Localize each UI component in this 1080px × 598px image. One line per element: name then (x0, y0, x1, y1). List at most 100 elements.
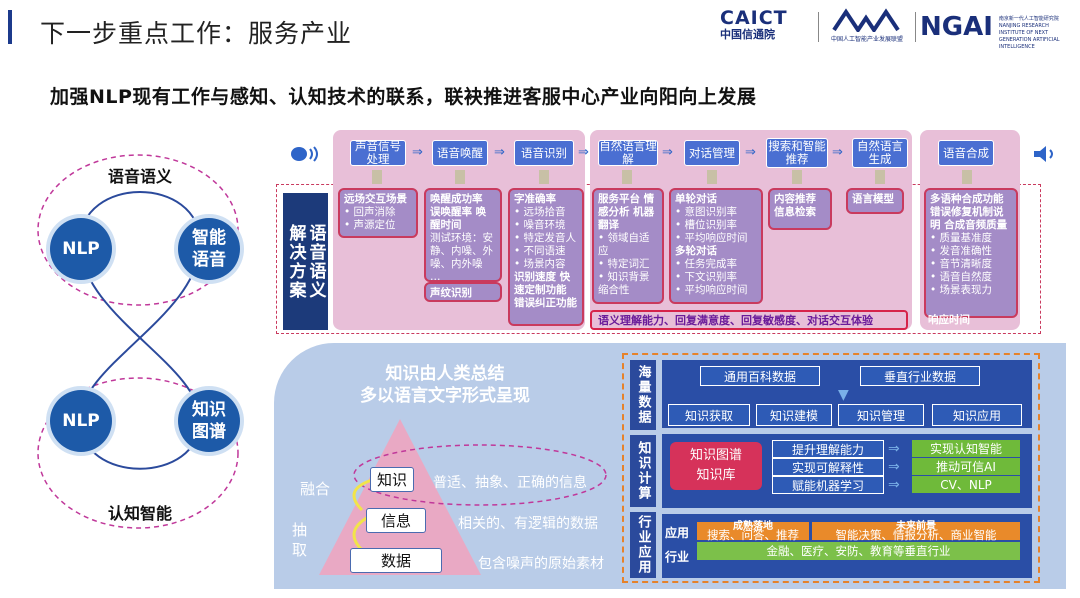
detail-heading: 单轮对话 (675, 193, 717, 205)
detail-wakeup: 唤醒成功率 误唤醒率 唤醒时间 测试环境：安静、内噪、外噪、内外噪 … (424, 188, 502, 282)
detail-language-model: 语言模型 (846, 188, 904, 214)
detail-item: 槽位识别率 (675, 219, 757, 232)
detail-heading: 内容推荐 信息检索 (774, 193, 816, 218)
detail-item: 下文识别率 (675, 271, 757, 284)
tts-response-time: 响应时间 (928, 314, 970, 326)
pyramid-level-information: 信息 (366, 508, 426, 533)
nlp-circle-top: NLP (50, 218, 112, 280)
aiia-logo: 中国人工智能产业发展联盟 (822, 8, 912, 46)
future-prospect-items: 智能决策、情报分析、商业智能 (835, 528, 997, 542)
down-arrow-icon (455, 170, 465, 184)
step-search-recommend: 搜索和智能推荐 (766, 138, 828, 168)
down-arrow-icon: ▼ (838, 387, 849, 403)
detail-heading: 语言模型 (852, 193, 894, 205)
mature-landing-title: 成熟落地 (733, 521, 773, 532)
detail-item: 回声消除 (344, 206, 412, 219)
detail-item: 特定发音人 (514, 232, 578, 245)
knowledge-graph-frame (622, 353, 1040, 583)
massive-data-label: 海量数据 (630, 360, 656, 430)
detail-item: 音节清晰度 (930, 258, 1012, 271)
arrow-right-icon: ⇒⇒⇒ (888, 441, 900, 493)
section-subtitle: 加强NLP现有工作与感知、认知技术的联系，联袂推进客服中心产业向阳向上发展 (50, 86, 757, 108)
voice-semantic-label: 语音语义 (108, 167, 173, 186)
down-arrow-icon (622, 170, 632, 184)
cognitive-intelligence-label: 认知智能 (108, 504, 173, 523)
op-knowledge-acquisition: 知识获取 (668, 404, 750, 426)
caict-logo-subtext: 中国信通院 (720, 28, 775, 41)
down-arrow-icon (707, 170, 717, 184)
knowledge-highlight-ellipse (353, 444, 607, 506)
detail-item: 平均响应时间 (675, 284, 757, 297)
caict-logo: CAICT 中国信通院 (720, 8, 815, 46)
down-arrow-icon (875, 170, 885, 184)
vertical-industry-data: 垂直行业数据 (860, 366, 980, 386)
detail-extra: 识别速度 快速定制功能 错误纠正功能 (514, 271, 577, 309)
step-signal-processing: 声音信号处理 (350, 140, 406, 166)
detail-item: 平均响应时间 (675, 232, 757, 245)
ngai-logo-text: NGAI (920, 12, 993, 42)
arrow-right-icon: ⇒ (745, 145, 756, 160)
detail-item: 意图识别率 (675, 206, 757, 219)
application-label: 应用 (665, 526, 690, 540)
nlu-metrics-bar: 语义理解能力、回复满意度、回复敏感度、对话交互体验 (590, 310, 908, 330)
ability-understanding: 提升理解能力 (772, 440, 884, 458)
detail-item: 领域自适应 (598, 232, 658, 258)
data-desc: 包含噪声的原始素材 (478, 556, 604, 572)
result-cognitive-ai: 实现认知智能 (912, 440, 1020, 457)
knowledge-desc: 普适、抽象、正确的信息 (433, 475, 587, 491)
detail-voiceprint: 声纹识别 (424, 282, 502, 302)
general-encyclopedia-data: 通用百科数据 (700, 366, 820, 386)
future-prospect-title: 未来前景 (896, 521, 936, 532)
nlp-circle-bottom: NLP (50, 390, 112, 452)
op-knowledge-application: 知识应用 (932, 404, 1022, 426)
detail-recommend: 内容推荐 信息检索 (768, 188, 832, 230)
pyramid-level-data: 数据 (350, 548, 442, 573)
pyramid-level-knowledge: 知识 (370, 467, 415, 492)
detail-item: 噪音环境 (514, 219, 578, 232)
detail-heading: 唤醒成功率 误唤醒率 唤醒时间 (430, 193, 487, 231)
detail-item: 特定词汇 (598, 258, 658, 271)
aiia-logo-icon (832, 8, 900, 34)
op-knowledge-modeling: 知识建模 (756, 404, 832, 426)
down-arrow-icon (792, 170, 802, 184)
down-arrow-icon (539, 170, 549, 184)
detail-tts: 多语种合成功能 错误修复机制说明 合成音频质量 质量基准度 发音准确性 音节清晰… (924, 188, 1018, 318)
industry-app-label: 行业应用 (630, 512, 656, 578)
ngai-logo-subtext: 南京新一代人工智能研究院 NANJING RESEARCH INSTITUTE … (998, 16, 1060, 50)
detail-nlu: 服务平台 情感分析 机器翻译 领域自适应 特定词汇 知识背景缩合性 (592, 188, 664, 304)
figure-eight-diagram (37, 154, 239, 529)
detail-item: 场景表现力 (930, 284, 1012, 297)
mature-landing-items: 搜索、问答、推荐 (707, 528, 799, 542)
down-arrow-icon (372, 170, 382, 184)
mature-landing-bar: 成熟落地 搜索、问答、推荐 (697, 521, 809, 542)
arrow-right-icon: ⇒ (578, 145, 589, 160)
aiia-logo-subtext: 中国人工智能产业发展联盟 (830, 36, 903, 43)
detail-asr: 字准确率 远场拾音 噪音环境 特定发音人 不同语速 场景内容 识别速度 快速定制… (508, 188, 584, 326)
step-dialogue-management: 对话管理 (684, 140, 740, 166)
detail-item: 不同语速 (514, 245, 578, 258)
merge-label: 融合 (300, 480, 331, 498)
solution-label-a: 解决方案 (285, 223, 306, 300)
speaker-output-icon (1034, 146, 1053, 162)
arrow-right-icon: ⇒ (832, 145, 843, 160)
result-trusted-ai: 推动可信AI (912, 458, 1020, 475)
ability-explainability: 实现可解释性 (772, 458, 884, 476)
knowledge-graph-circle: 知识 图谱 (178, 390, 240, 452)
detail-item: 远场拾音 (514, 206, 578, 219)
ability-empower-ml: 赋能机器学习 (772, 476, 884, 494)
knowledge-compute-label: 知识计算 (630, 435, 656, 507)
detail-far-field: 远场交互场景 回声消除 声源定位 (338, 188, 418, 238)
down-arrow-icon (962, 170, 972, 184)
detail-item: 质量基准度 (930, 232, 1012, 245)
step-voice-wakeup: 语音唤醒 (432, 140, 488, 166)
detail-heading: 服务平台 情感分析 机器翻译 (598, 193, 655, 231)
step-nlu: 自然语言理解 (598, 139, 658, 166)
solution-label-b: 语音语义 (305, 223, 326, 300)
result-cv-nlp: CV、NLP (912, 476, 1020, 493)
detail-item: 知识背景缩合性 (598, 271, 658, 297)
detail-item: 声源定位 (344, 219, 412, 232)
detail-item: 场景内容 (514, 258, 578, 271)
arrow-right-icon: ⇒ (662, 145, 673, 160)
step-nlg: 自然语言生成 (852, 138, 908, 168)
step-speech-recognition: 语音识别 (514, 140, 574, 166)
